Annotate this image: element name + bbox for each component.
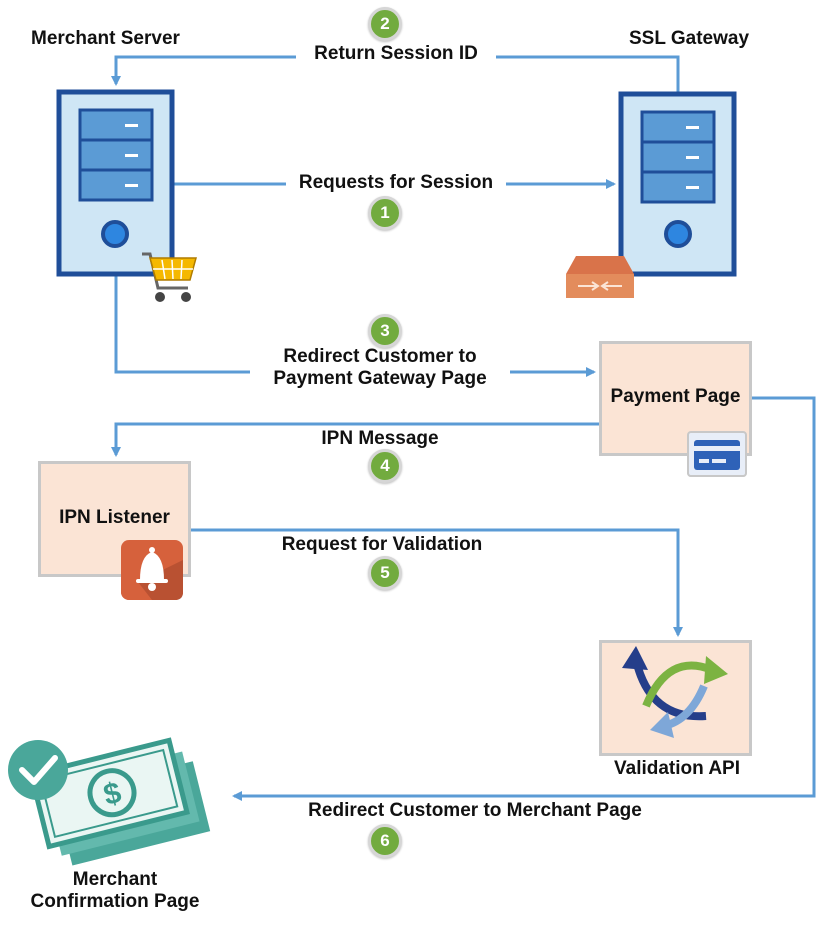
- step-badge-6: 6: [368, 824, 402, 858]
- merchant-server-icon: [56, 89, 175, 277]
- step-badge-1: 1: [368, 196, 402, 230]
- merchant-confirmation-label: Merchant Confirmation Page: [10, 869, 220, 913]
- ssl-gateway-server-icon: [618, 91, 737, 277]
- ipn-listener-label: IPN Listener: [59, 507, 170, 528]
- redirect-merchant-label: Redirect Customer to Merchant Page: [308, 800, 642, 821]
- return-session-label: Return Session ID: [296, 43, 496, 65]
- ssl-gateway-label: SSL Gateway: [629, 28, 750, 49]
- arrow-request-validation: [190, 528, 683, 637]
- shopping-cart-icon: [142, 252, 197, 302]
- validation-api-card: [599, 640, 752, 756]
- step-badge-5: 5: [368, 556, 402, 590]
- ipn-message-label: IPN Message: [321, 428, 439, 449]
- payment-page-label: Payment Page: [610, 386, 741, 407]
- step-badge-3: 3: [368, 314, 402, 348]
- money-check-icon: $: [8, 737, 211, 866]
- redirect-gateway-line2: Payment Gateway Page: [250, 367, 510, 390]
- redirect-gateway-line1: Redirect Customer to: [283, 346, 477, 367]
- bell-icon-front: [121, 540, 183, 600]
- arrow-redirect-merchant: [232, 396, 816, 801]
- gateway-router-icon: [566, 256, 634, 298]
- merchant-confirmation-line1: Merchant: [72, 869, 158, 890]
- arrow-ipn-message: [111, 422, 600, 457]
- merchant-confirmation-line2: Confirmation Page: [30, 890, 200, 912]
- request-session-label: Requests for Session: [286, 172, 506, 194]
- redirect-gateway-label: Redirect Customer to Payment Gateway Pag…: [250, 346, 510, 390]
- step-badge-2: 2: [368, 7, 402, 41]
- merchant-server-label: Merchant Server: [31, 28, 180, 49]
- step-badge-4: 4: [368, 449, 402, 483]
- validation-api-label: Validation API: [614, 758, 740, 779]
- credit-card-icon-front: [687, 431, 747, 477]
- request-validation-label: Request for Validation: [281, 534, 483, 555]
- validation-arrows-icon-front: [622, 646, 728, 738]
